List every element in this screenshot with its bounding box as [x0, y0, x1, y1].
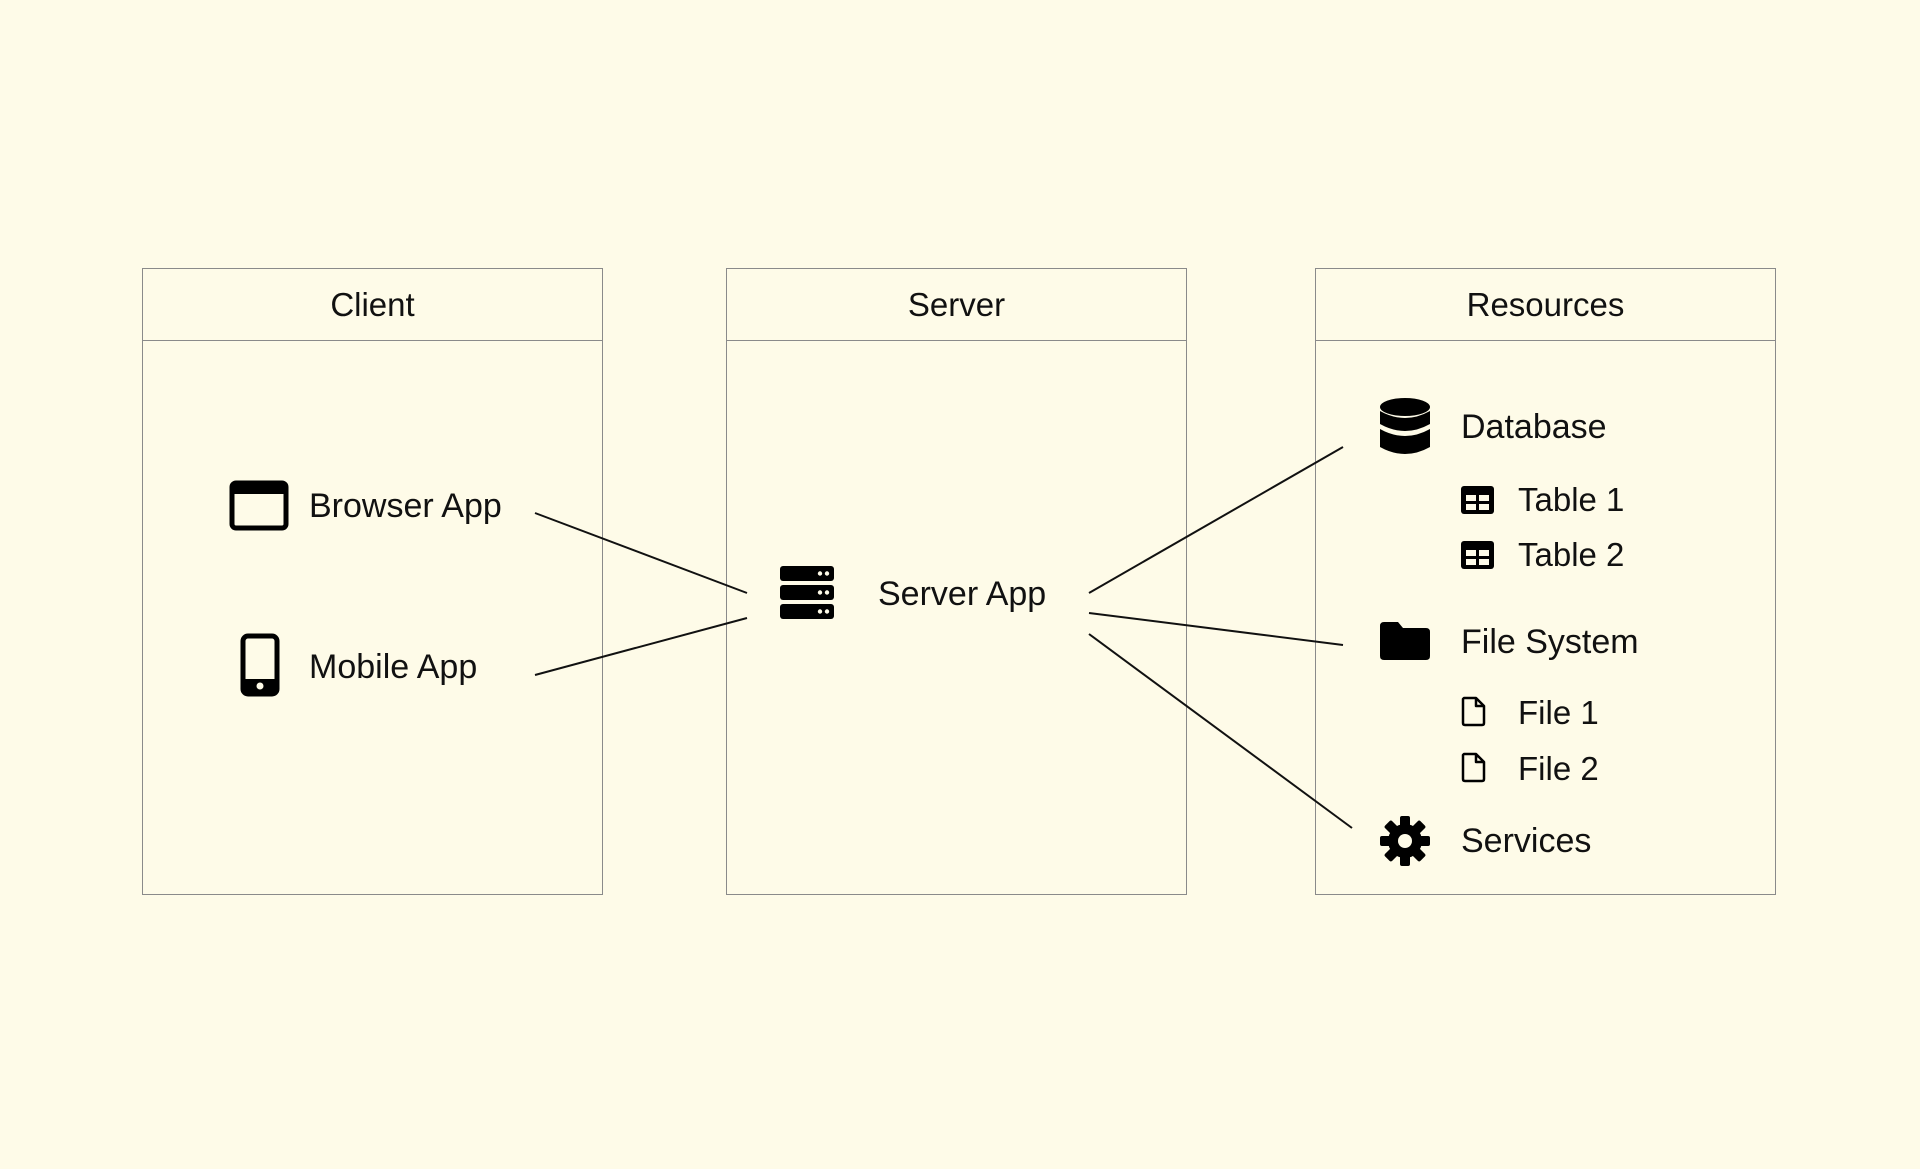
connector-mobile-server [534, 617, 748, 676]
table-icon [1461, 541, 1494, 569]
database-label: Database [1461, 408, 1607, 446]
server-panel: Server [726, 268, 1187, 895]
connector-browser-server [534, 512, 748, 594]
resources-panel-title: Resources [1316, 269, 1775, 341]
resources-panel: Resources [1315, 268, 1776, 895]
table-icon [1461, 486, 1494, 514]
client-panel: Client [142, 268, 603, 895]
mobile-app-label: Mobile App [309, 648, 478, 686]
file-icon [1461, 752, 1486, 783]
connector-server-services [1088, 633, 1353, 829]
browser-window-icon [229, 480, 289, 531]
table-2-label: Table 2 [1518, 536, 1625, 573]
connector-server-filesystem [1088, 612, 1344, 646]
server-app-label: Server App [878, 575, 1047, 613]
file-icon [1461, 696, 1486, 727]
server-icon [780, 566, 834, 619]
table-1-label: Table 1 [1518, 481, 1625, 518]
connector-server-database [1088, 446, 1344, 594]
browser-app-label: Browser App [309, 487, 502, 525]
mobile-phone-icon [240, 633, 280, 697]
gear-icon [1380, 816, 1430, 866]
services-label: Services [1461, 822, 1592, 860]
client-panel-title: Client [143, 269, 602, 341]
server-panel-title: Server [727, 269, 1186, 341]
folder-icon [1380, 622, 1430, 660]
file-1-label: File 1 [1518, 694, 1599, 731]
database-icon [1380, 398, 1430, 454]
file-system-label: File System [1461, 623, 1639, 661]
file-2-label: File 2 [1518, 750, 1599, 787]
